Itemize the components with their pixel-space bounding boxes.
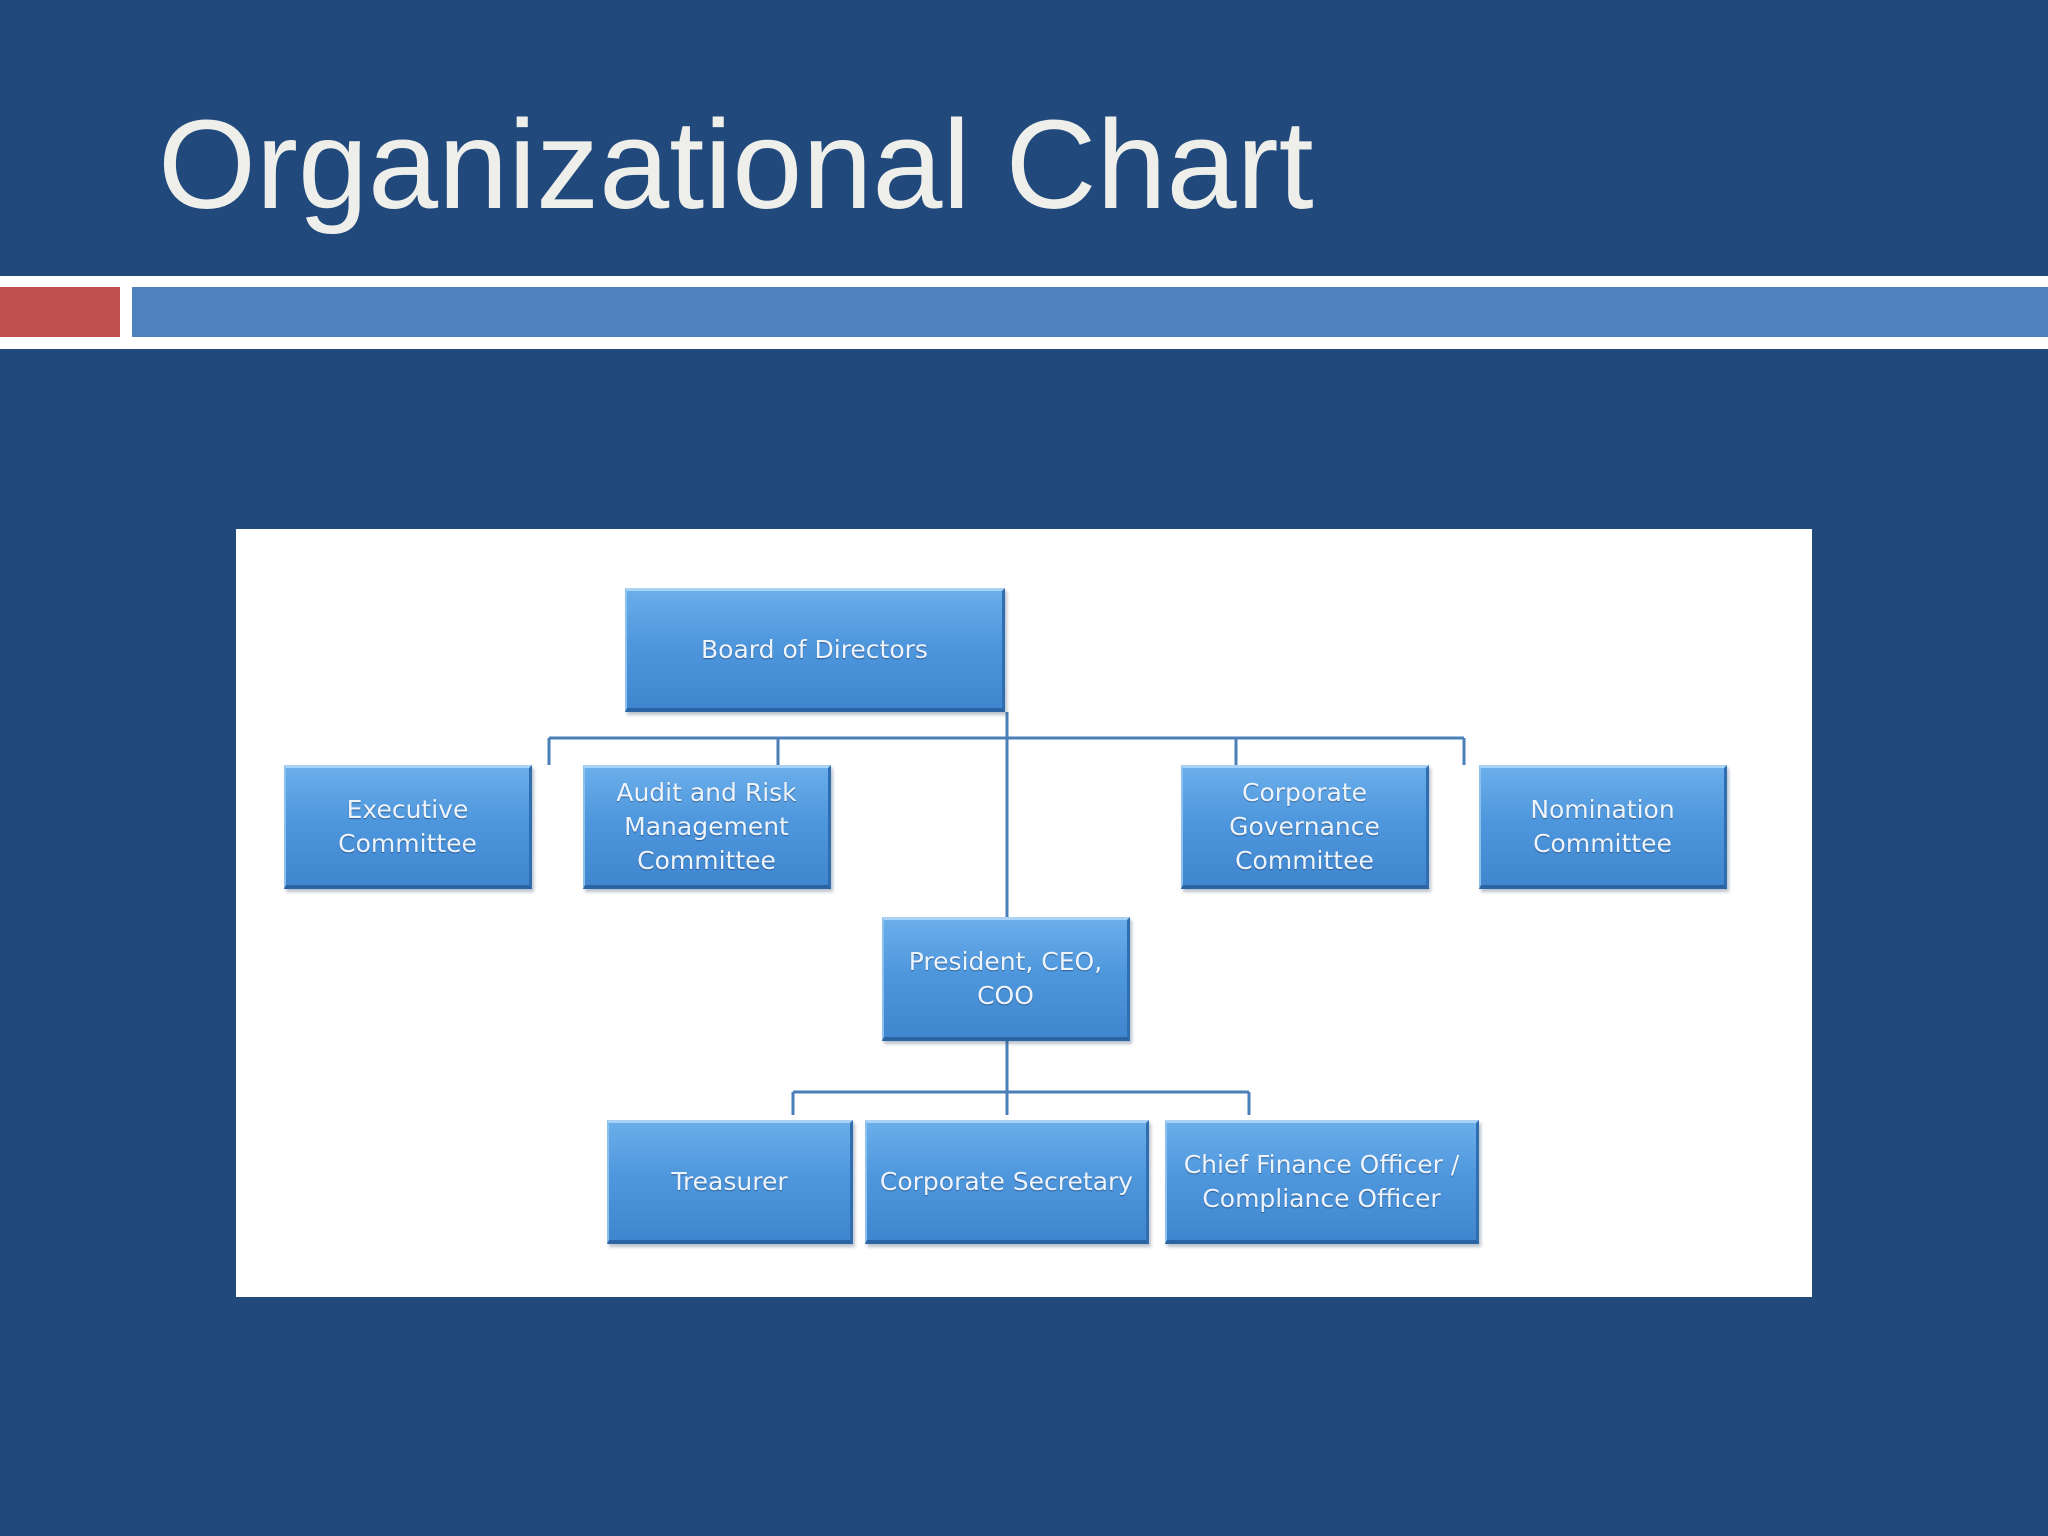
org-chart-connectors bbox=[547, 712, 1466, 1115]
node-chief-finance-officer: Chief Finance Officer / Compliance Offic… bbox=[1165, 1120, 1479, 1244]
slide-title: Organizational Chart bbox=[158, 94, 1314, 235]
node-president-ceo-coo: President, CEO, COO bbox=[882, 917, 1130, 1041]
node-label: Chief Finance Officer / Compliance Offic… bbox=[1183, 1149, 1460, 1213]
node-label: Executive Committee bbox=[338, 794, 477, 858]
node-label: Board of Directors bbox=[701, 634, 928, 664]
node-label: Treasurer bbox=[671, 1166, 788, 1196]
node-nomination-committee: Nomination Committee bbox=[1479, 765, 1727, 889]
node-label: Corporate Governance Committee bbox=[1229, 777, 1380, 875]
node-label: Audit and Risk Management Committee bbox=[616, 777, 797, 875]
node-corporate-governance-committee: Corporate Governance Committee bbox=[1181, 765, 1429, 889]
node-corporate-secretary: Corporate Secretary bbox=[865, 1120, 1149, 1244]
title-divider-blue-bar bbox=[132, 287, 2048, 337]
node-treasurer: Treasurer bbox=[607, 1120, 853, 1244]
node-label: Corporate Secretary bbox=[879, 1166, 1134, 1196]
org-chart-panel: Board of Directors Executive Committee A… bbox=[236, 529, 1812, 1297]
title-divider-red-accent bbox=[0, 287, 120, 337]
node-board-of-directors: Board of Directors bbox=[625, 588, 1005, 712]
node-audit-risk-committee: Audit and Risk Management Committee bbox=[583, 765, 831, 889]
node-label: President, CEO, COO bbox=[908, 946, 1103, 1010]
node-executive-committee: Executive Committee bbox=[284, 765, 532, 889]
node-label: Nomination Committee bbox=[1530, 794, 1675, 858]
